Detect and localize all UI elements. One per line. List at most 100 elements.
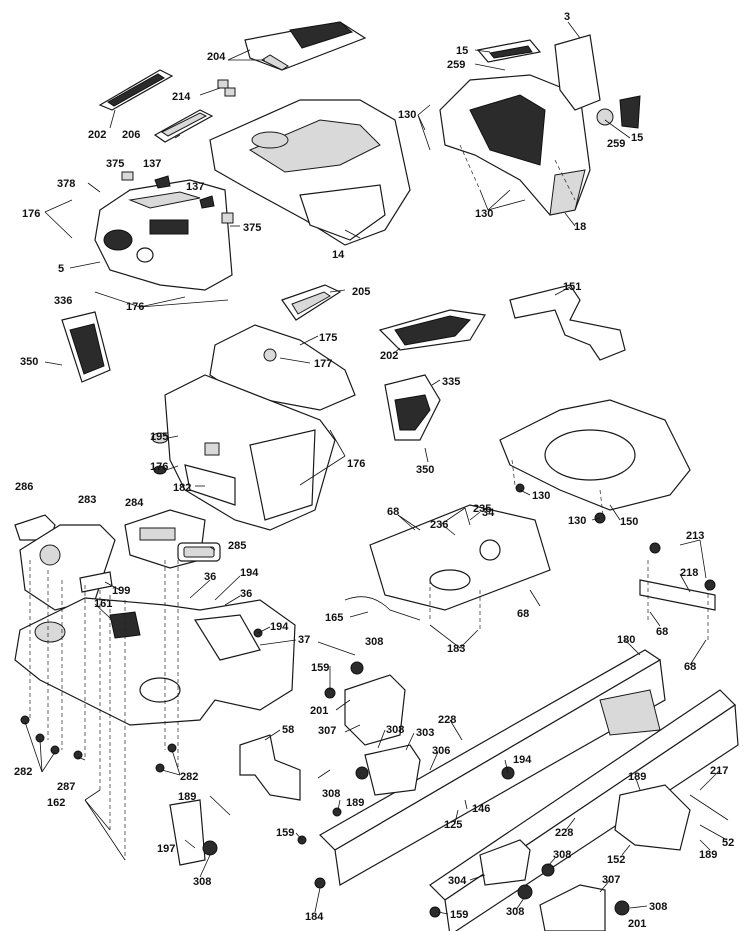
fender-37 [14,597,296,726]
callout-14: 14 [332,249,345,261]
clip-214 [217,79,236,97]
callout-34: 34 [482,507,495,519]
callout-218: 218 [680,567,698,579]
bracket-303 [364,744,421,796]
callout-176-center: 176 [126,301,144,313]
callout-308-bottom: 308 [506,906,524,918]
callout-335: 335 [442,376,460,388]
callout-125: 125 [444,819,462,831]
callout-137-right: 137 [186,181,204,193]
callout-228-lower: 228 [555,827,573,839]
plate-307-bottom [539,884,606,931]
callout-217: 217 [710,765,728,777]
callout-189-right-bottom: 189 [699,849,717,861]
callout-15-right: 15 [631,132,643,144]
bracket-197 [169,799,206,866]
shield-150 [499,399,691,511]
callout-159-top: 159 [311,662,329,674]
callout-285: 285 [228,540,246,552]
callout-236: 236 [430,519,448,531]
callout-202-top: 202 [88,129,106,141]
callout-175: 175 [319,332,337,344]
cover-335 [384,374,441,441]
callout-228-top: 228 [438,714,456,726]
lens-202-mid [378,309,486,351]
callout-194-top: 194 [240,567,259,579]
assembly-lines [29,144,709,860]
grille-18 [439,74,591,216]
callout-176-right: 176 [347,458,365,470]
callout-68-bracket: 68 [656,626,668,638]
bracket-137 [154,175,215,209]
callout-146: 146 [472,803,490,815]
callout-151: 151 [563,281,581,293]
callout-336: 336 [54,295,72,307]
callout-213: 213 [686,530,704,542]
callout-150: 150 [620,516,638,528]
hood-insert-202-top [98,69,174,111]
callout-130-mid: 130 [475,208,493,220]
hood-vent-204 [244,21,367,71]
callout-284: 284 [125,497,144,509]
callout-162: 162 [47,797,65,809]
callout-259-right: 259 [607,138,625,150]
callout-201-bottom: 201 [628,918,646,930]
bracket-218 [639,579,716,611]
callout-68-far-right: 68 [684,661,696,673]
callout-161: 161 [94,598,112,610]
bracket-151 [509,284,626,361]
callout-159-center: 159 [276,827,294,839]
callout-195: 195 [150,431,168,443]
callout-189-right-top: 189 [628,771,646,783]
callout-36-left: 36 [204,571,216,583]
callout-130-shield: 130 [532,490,550,502]
callout-37: 37 [298,634,310,646]
dash-panel-5 [94,179,233,291]
callout-5: 5 [58,263,64,275]
callout-308-top: 308 [365,636,383,648]
callout-375-top: 375 [106,158,124,170]
callout-159-bottom: 159 [450,909,468,921]
callout-52: 52 [722,837,734,849]
callout-36-right: 36 [240,588,252,600]
callout-137-top: 137 [143,158,161,170]
lens-205 [281,284,342,321]
callout-308-center: 308 [322,788,340,800]
callout-375-right: 375 [243,222,261,234]
plate-34 [369,504,551,611]
callout-350-left: 350 [20,356,38,368]
callout-15-top: 15 [456,45,468,57]
callout-378: 378 [57,178,75,190]
callout-259-top: 259 [447,59,465,71]
callout-283: 283 [78,494,96,506]
headlight-3 [554,34,601,111]
callout-176-left: 176 [22,208,40,220]
callout-287: 287 [57,781,75,793]
callout-176-lower: 176 [150,461,168,473]
callout-194-lower: 194 [513,754,532,766]
callout-286: 286 [15,481,33,493]
bracket-304 [479,839,531,886]
fasteners [20,483,716,918]
callout-184: 184 [305,911,324,923]
callout-282-right: 282 [180,771,198,783]
callout-labels: 204 214 202 206 375 137 137 378 176 375 … [14,11,734,930]
callout-68-plate-right: 68 [517,608,529,620]
bulb-assembly-259 [596,95,641,129]
callout-189-center: 189 [346,797,364,809]
bracket-58 [239,734,301,801]
rod-217 [689,794,729,821]
lens-15-top [476,39,542,63]
callout-304: 304 [448,875,467,887]
callout-165: 165 [325,612,343,624]
callout-307-top: 307 [318,725,336,737]
callout-235: 235 [473,503,491,515]
callout-308-center-bottom: 308 [553,849,571,861]
callout-152: 152 [607,854,625,866]
callout-130-bottom: 130 [568,515,586,527]
callout-204: 204 [207,51,226,63]
bracket-152 [614,784,691,851]
callout-180: 180 [617,634,635,646]
callout-201-top: 201 [310,705,328,717]
callout-303: 303 [416,727,434,739]
